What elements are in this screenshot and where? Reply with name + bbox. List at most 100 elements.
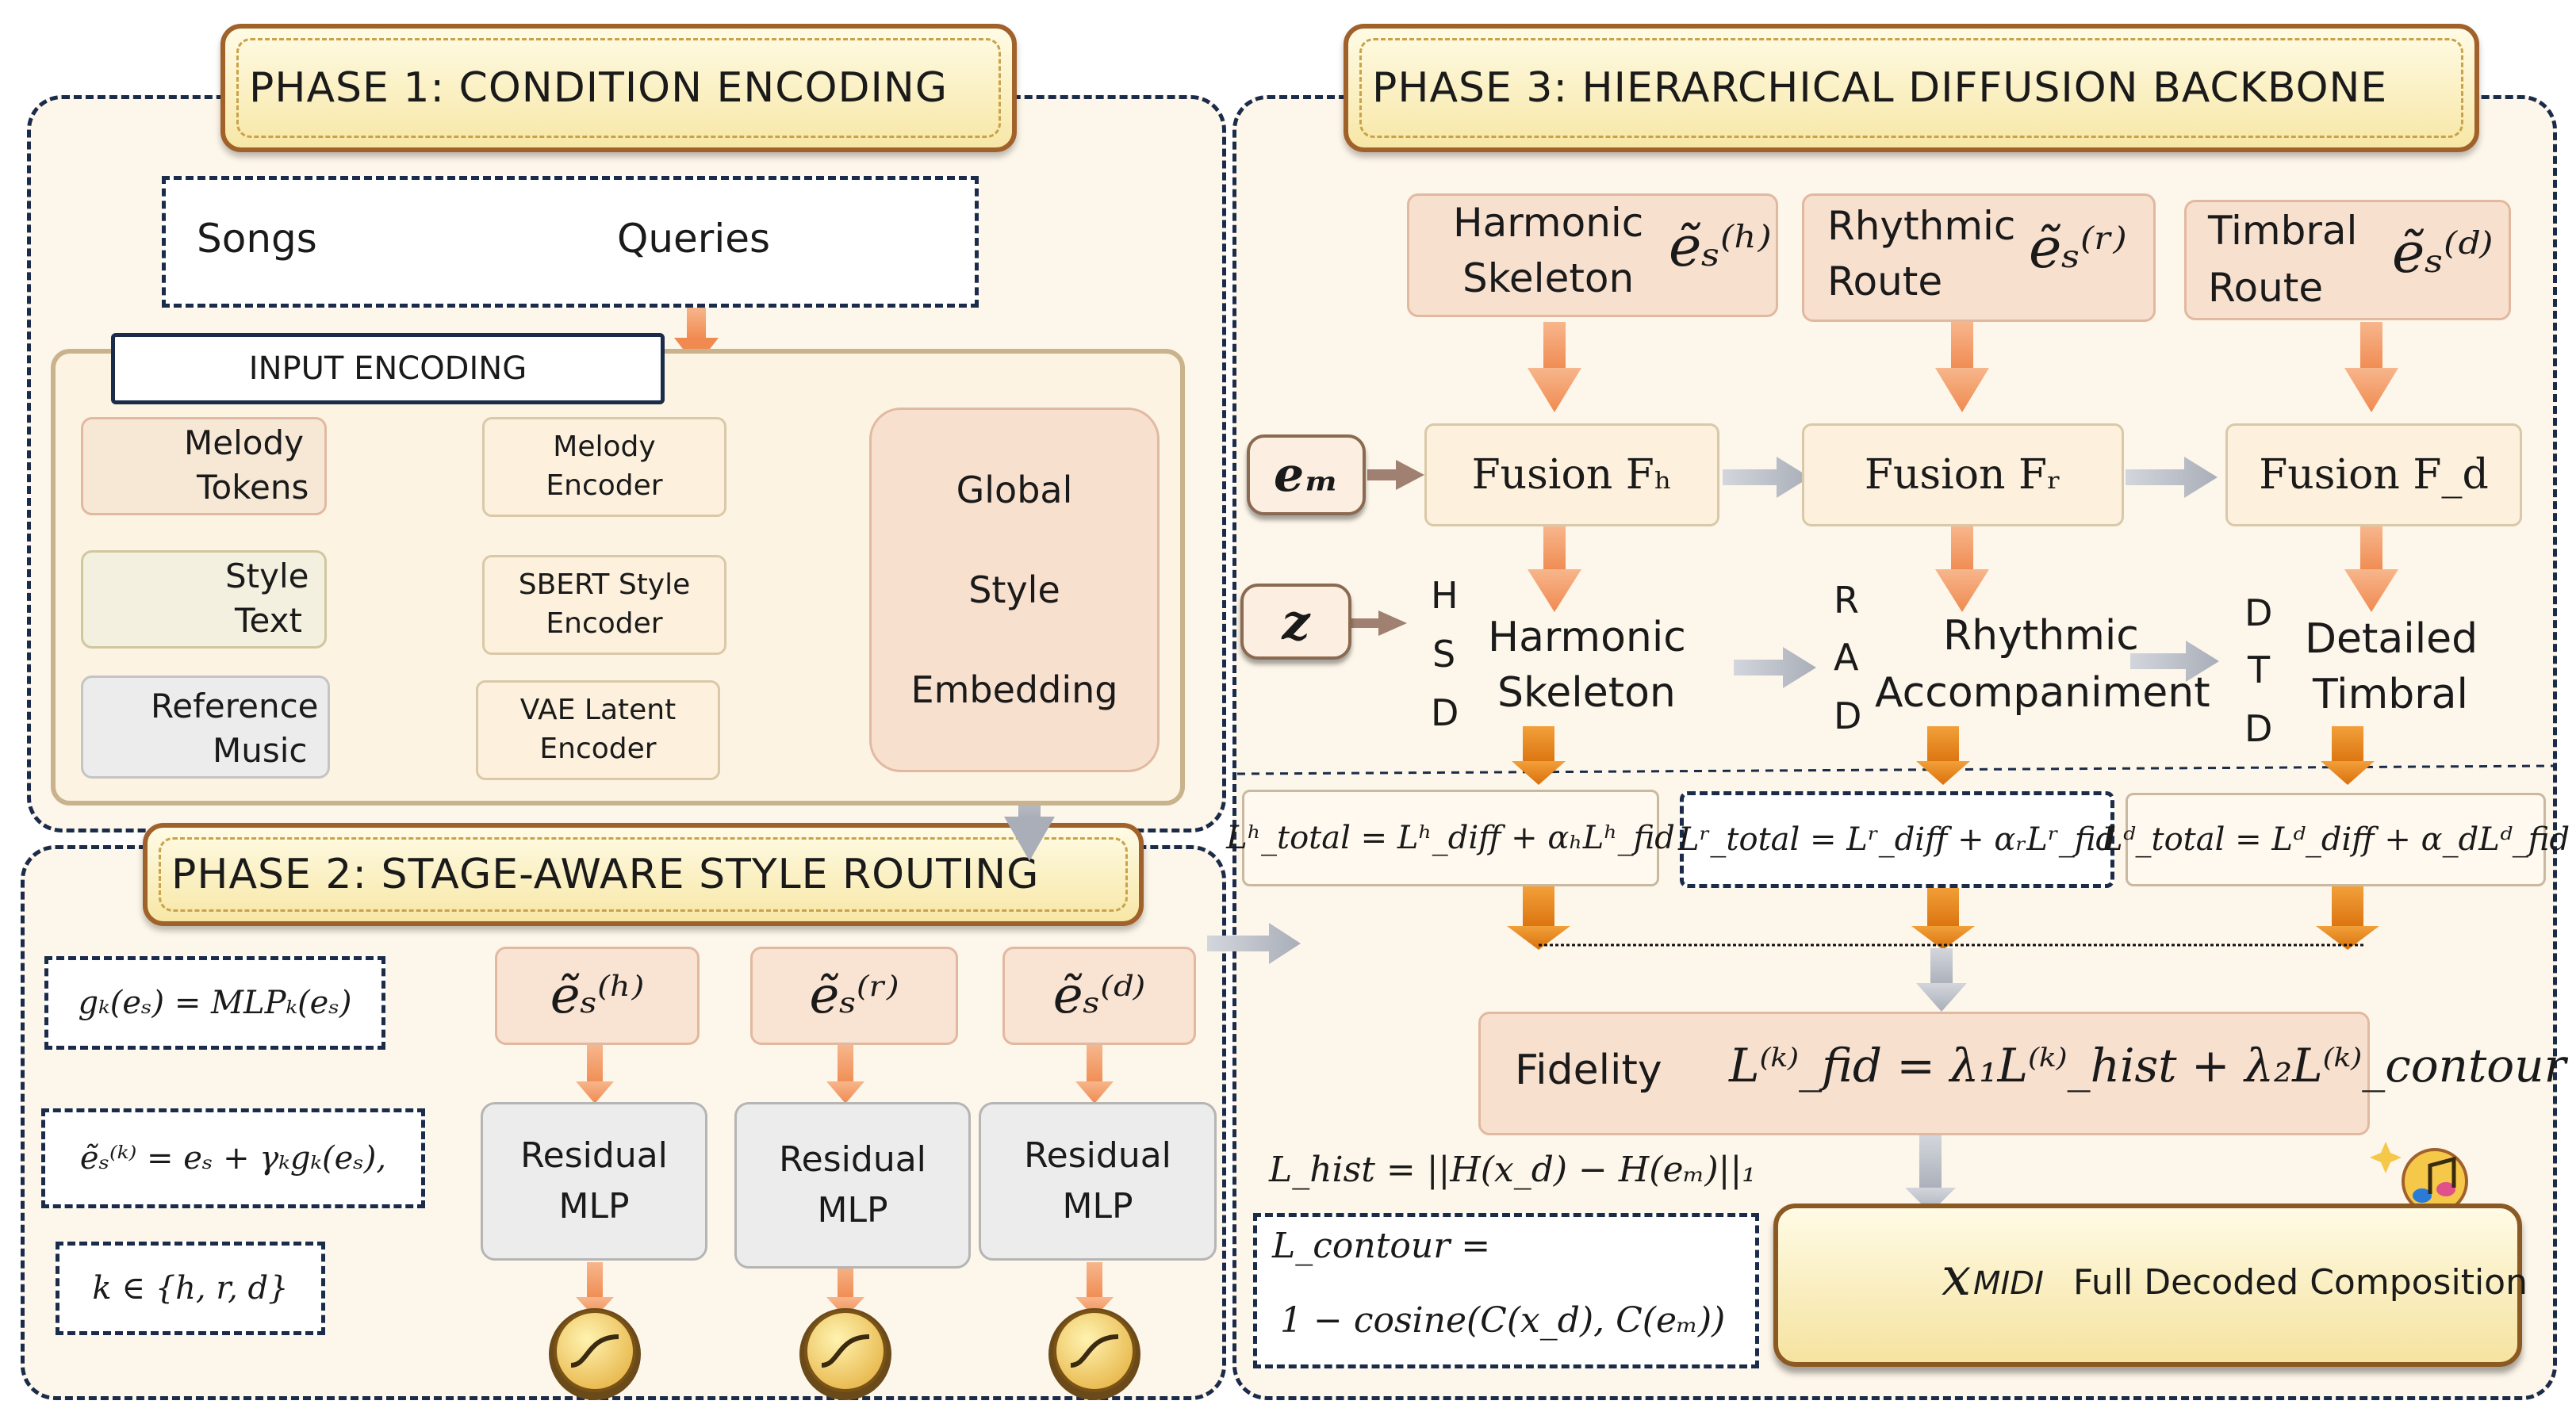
output-label: Harmonic (1488, 614, 1686, 661)
loss-eq: Lʳ_total = Lʳ_diff + αᵣLʳ_fid (1677, 821, 2117, 858)
global-style-embedding: Global Style Embedding (869, 408, 1160, 772)
output-label: Skeleton (1497, 669, 1676, 717)
melody-encoder: Melody Encoder (482, 417, 726, 517)
loss-r: Lʳ_total = Lʳ_diff + αᵣLʳ_fid (1677, 791, 2117, 888)
global-label: Embedding (910, 668, 1118, 711)
output-label: Timbral (2313, 671, 2468, 718)
arrows-route-to-mlp (576, 1045, 1114, 1104)
rhythmic-route (1802, 193, 2156, 322)
arrow-join-to-fidelity (1916, 948, 1967, 1012)
fusion-d: Fusion F_d (2225, 423, 2522, 526)
set-equation: k ∈ {h, r, d} (56, 1242, 325, 1335)
input-label: Style (225, 557, 309, 595)
input-style-text (81, 550, 327, 649)
activation-icon (549, 1308, 641, 1400)
route-label: Route (1827, 258, 1943, 304)
route-symbol: ẽₛ⁽ʰ⁾ (550, 966, 645, 1025)
phase3-title: PHASE 3: HIERARCHICAL DIFFUSION BACKBONE (1372, 64, 2388, 112)
arrow-z-to-output (1351, 610, 1407, 636)
fusion-label: Fusion Fᵣ (1864, 450, 2062, 499)
input-encoding-header: INPUT ENCODING (111, 333, 665, 404)
vertical-letter: D (1431, 691, 1459, 734)
residual-mlp-r: Residual MLP (734, 1102, 971, 1269)
encoder-label: Encoder (546, 607, 663, 640)
em-input: eₘ (1247, 434, 1366, 515)
residual-mlp-h: Residual MLP (481, 1102, 707, 1261)
activation-icon (799, 1308, 891, 1400)
route-label: Harmonic (1453, 200, 1644, 246)
arrows-fusion-to-output (1528, 526, 2398, 612)
output-symbol: x (1942, 1246, 1972, 1307)
z-label: z (1282, 592, 1310, 651)
route-eq-text: ẽₛ⁽ᵏ⁾ = eₛ + γₖgₖ(eₛ), (79, 1140, 387, 1177)
phase1-banner: PHASE 1: CONDITION ENCODING (220, 24, 1017, 152)
mlp-label: MLP (558, 1186, 630, 1227)
route-r-box: ẽₛ⁽ʳ⁾ (750, 947, 958, 1045)
input-label: Tokens (197, 468, 309, 507)
route-label: Rhythmic (1827, 203, 2016, 249)
arrows-fusion-chain (1723, 457, 2218, 498)
input-label: Reference (151, 687, 319, 725)
contour-eq-line2: 1 − cosine(C(x_d), C(eₘ)) (1280, 1300, 1726, 1341)
output-composition (1773, 1204, 2522, 1367)
songs-label: Songs (197, 216, 317, 262)
arrow-phase2-to-phase3 (1207, 923, 1301, 964)
route-symbol: ẽₛ⁽ʳ⁾ (2029, 216, 2127, 281)
mlp-label: Residual (520, 1135, 668, 1177)
phase1-title: PHASE 1: CONDITION ENCODING (249, 64, 949, 112)
fusion-r: Fusion Fᵣ (1802, 423, 2124, 526)
mlp-label: Residual (1024, 1135, 1171, 1177)
fusion-h: Fusion Fₕ (1424, 423, 1719, 526)
vertical-letter: S (1432, 633, 1456, 675)
phase2-banner: PHASE 2: STAGE-AWARE STYLE ROUTING (143, 823, 1144, 926)
output-subscript: MIDI (1973, 1265, 2044, 1302)
encoder-label: VAE Latent (519, 694, 677, 727)
vertical-letter: T (2248, 649, 2271, 691)
fusion-label: Fusion F_d (2259, 450, 2489, 499)
route-d-box: ẽₛ⁽ᵈ⁾ (1002, 947, 1196, 1045)
encoder-label: SBERT Style (518, 568, 691, 602)
gate-eq-text: gₖ(eₛ) = MLPₖ(eₛ) (78, 985, 352, 1021)
loss-eq: Lʰ_total = Lʰ_diff + αₕLʰ_fid (1226, 820, 1675, 856)
fidelity-label: Fidelity (1515, 1047, 1662, 1094)
em-label: eₘ (1274, 447, 1339, 503)
fusion-label: Fusion Fₕ (1471, 450, 1673, 499)
loss-h: Lʰ_total = Lʰ_diff + αₕLʰ_fid (1226, 790, 1675, 886)
arrows-mlp-to-output (576, 1262, 1114, 1318)
route-symbol: ẽₛ⁽ᵈ⁾ (2392, 220, 2494, 285)
loss-d: Lᵈ_total = Lᵈ_diff + α_dLᵈ_fid (2102, 793, 2570, 886)
route-h-box: ẽₛ⁽ʰ⁾ (495, 947, 700, 1045)
gate-equation: gₖ(eₛ) = MLPₖ(eₛ) (44, 956, 385, 1050)
contour-box (1253, 1213, 1759, 1368)
global-label: Style (968, 568, 1060, 611)
input-label: Melody (184, 423, 304, 462)
vertical-letter: A (1834, 636, 1859, 679)
output-description: Full Decoded Composition (2073, 1262, 2528, 1303)
arrow-em-to-fusion (1367, 460, 1424, 490)
arrows-output-to-loss (1512, 726, 2375, 785)
contour-eq-line1: L_contour = (1272, 1226, 1491, 1266)
input-melody-tokens (81, 417, 327, 515)
residual-mlp-d: Residual MLP (979, 1102, 1217, 1261)
separator-line (1236, 764, 2555, 775)
global-label: Global (956, 469, 1073, 511)
vae-latent-encoder: VAE Latent Encoder (476, 680, 720, 780)
input-label: Music (213, 731, 308, 770)
fidelity-eq: L⁽ᵏ⁾_fid = λ₁L⁽ᵏ⁾_hist + λ₂L⁽ᵏ⁾_contour (1729, 1039, 2566, 1093)
fidelity-box (1478, 1012, 2370, 1135)
phase3-banner: PHASE 3: HIERARCHICAL DIFFUSION BACKBONE (1344, 24, 2479, 152)
arrows-route-to-fusion (1528, 322, 2398, 412)
input-reference-music (81, 675, 330, 779)
sbert-style-encoder: SBERT Style Encoder (482, 555, 726, 655)
output-label: Detailed (2305, 615, 2478, 663)
z-input: z (1240, 584, 1351, 660)
mlp-label: Residual (779, 1139, 926, 1181)
route-symbol: ẽₛ⁽ʳ⁾ (809, 966, 899, 1025)
route-symbol: ẽₛ⁽ʰ⁾ (1669, 214, 1772, 279)
route-symbol: ẽₛ⁽ᵈ⁾ (1052, 966, 1146, 1025)
input-label: Text (235, 601, 302, 640)
encoder-label: Melody (553, 431, 656, 464)
output-label: Rhythmic (1943, 612, 2139, 660)
harmonic-skeleton-route (1407, 193, 1778, 317)
